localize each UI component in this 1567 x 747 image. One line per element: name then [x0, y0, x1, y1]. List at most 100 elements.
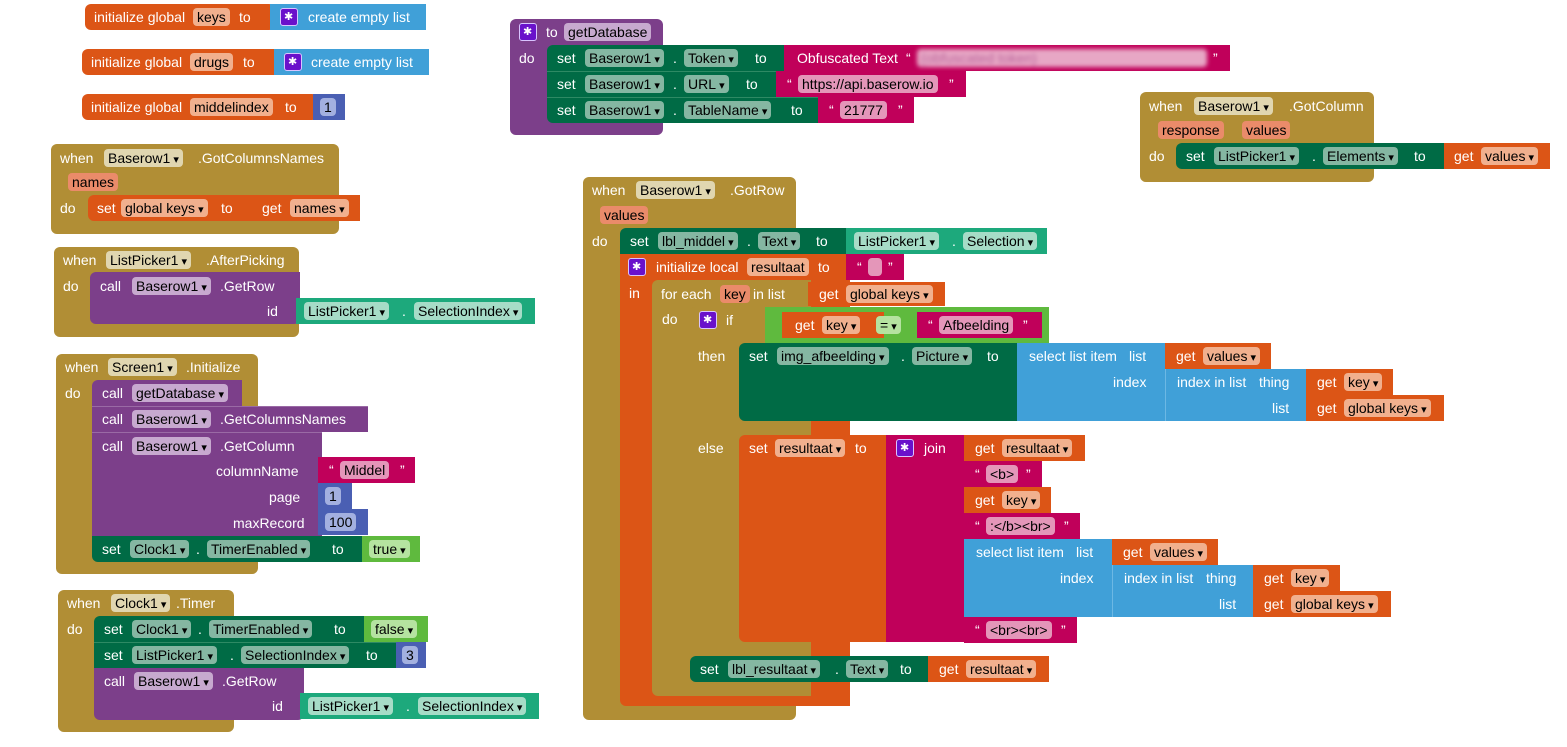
select-list-item-block[interactable]: select list item list index — [964, 539, 1116, 617]
get-global-keys-block[interactable]: get global keys — [1306, 395, 1444, 421]
variable-dropdown[interactable]: global keys — [846, 285, 933, 303]
mutator-gear-icon[interactable] — [699, 311, 717, 329]
set-lbl-middel-text-block[interactable]: set lbl_middel . Text to — [620, 228, 850, 254]
mutator-gear-icon[interactable] — [896, 439, 914, 457]
token-field[interactable]: (obfuscated token) — [917, 49, 1207, 67]
text-field[interactable]: <b> — [986, 465, 1019, 483]
set-global-keys-block[interactable]: set global keys to — [88, 195, 256, 221]
get-key-block[interactable]: get key — [964, 487, 1051, 513]
set-tablename-block[interactable]: set Baserow1 . TableName to — [547, 97, 823, 123]
get-resultaat-block[interactable]: get resultaat — [928, 656, 1049, 682]
text-field[interactable]: 21777 — [840, 101, 887, 119]
component-dropdown[interactable]: ListPicker1 — [132, 646, 218, 664]
select-list-item-block[interactable]: select list item list index — [1017, 343, 1169, 421]
set-img-picture-block[interactable]: set img_afbeelding . Picture to — [739, 343, 1021, 421]
text-field[interactable]: Afbeelding — [939, 316, 1014, 334]
set-selectionindex-block[interactable]: set ListPicker1 . SelectionIndex to — [94, 642, 400, 668]
create-empty-list-block[interactable]: create empty list — [274, 49, 429, 75]
component-dropdown[interactable]: ListPicker1 — [106, 251, 192, 269]
text-tablename-block[interactable]: “ 21777 ” — [818, 97, 914, 123]
get-names-block[interactable]: get names — [250, 195, 360, 221]
mutator-gear-icon[interactable] — [519, 23, 537, 41]
text-empty-block[interactable]: “ ” — [846, 254, 904, 280]
text-br-block[interactable]: “ <br><br> ” — [964, 617, 1077, 643]
obfuscated-text-block[interactable]: Obfuscated Text “ (obfuscated token) ” — [784, 45, 1230, 71]
get-resultaat-block[interactable]: get resultaat — [964, 435, 1085, 461]
text-field[interactable]: Middel — [340, 461, 390, 479]
variable-dropdown[interactable]: global keys — [1344, 399, 1431, 417]
component-dropdown[interactable]: ListPicker1 — [304, 302, 390, 320]
get-values-block[interactable]: get values — [1165, 343, 1271, 369]
number-field[interactable]: 100 — [325, 513, 357, 531]
text-url-block[interactable]: “ https://api.baserow.io ” — [776, 71, 966, 97]
property-dropdown[interactable]: SelectionIndex — [418, 697, 527, 715]
call-getdatabase-block[interactable]: call getDatabase — [92, 380, 242, 406]
component-dropdown[interactable]: Clock1 — [130, 540, 190, 558]
text-field[interactable]: https://api.baserow.io — [798, 75, 938, 93]
get-key-block[interactable]: get key — [1253, 565, 1340, 591]
component-dropdown[interactable]: Baserow1 — [132, 437, 211, 455]
text-afbeelding-block[interactable]: “ Afbeelding ” — [917, 312, 1042, 338]
component-dropdown[interactable]: Screen1 — [108, 358, 177, 376]
property-dropdown[interactable]: Selection — [963, 232, 1038, 250]
param-values[interactable]: values — [1242, 121, 1291, 139]
boolean-dropdown[interactable]: false — [371, 620, 418, 638]
procedure-dropdown[interactable]: getDatabase — [132, 384, 228, 402]
get-values-block[interactable]: get values — [1444, 143, 1550, 169]
component-dropdown[interactable]: ListPicker1 — [308, 697, 394, 715]
number-maxrecord-block[interactable]: 100 — [318, 509, 368, 535]
component-dropdown[interactable]: Clock1 — [111, 594, 171, 612]
component-dropdown[interactable]: Baserow1 — [132, 277, 211, 295]
variable-dropdown[interactable]: resultaat — [775, 439, 846, 457]
number-field[interactable]: 1 — [325, 487, 341, 505]
component-dropdown[interactable]: img_afbeelding — [777, 347, 889, 365]
get-global-keys-block[interactable]: get global keys — [1253, 591, 1391, 617]
set-url-block[interactable]: set Baserow1 . URL to — [547, 71, 781, 97]
component-dropdown[interactable]: Clock1 — [132, 620, 192, 638]
component-dropdown[interactable]: Baserow1 — [104, 149, 183, 167]
component-dropdown[interactable]: Baserow1 — [585, 49, 664, 67]
set-lbl-resultaat-text-block[interactable]: set lbl_resultaat . Text to — [690, 656, 932, 682]
call-getrow-block[interactable]: call Baserow1 .GetRow id — [90, 272, 300, 324]
property-dropdown[interactable]: Picture — [912, 347, 973, 365]
variable-dropdown[interactable]: global keys — [1291, 595, 1378, 613]
property-dropdown[interactable]: Text — [846, 660, 889, 678]
variable-dropdown[interactable]: key — [1344, 373, 1383, 391]
variable-dropdown[interactable]: key — [1002, 491, 1041, 509]
call-getrow-block[interactable]: call Baserow1 .GetRow id — [94, 668, 304, 720]
property-dropdown[interactable]: Token — [684, 49, 738, 67]
variable-dropdown[interactable]: resultaat — [1002, 439, 1073, 457]
variable-dropdown[interactable]: names — [290, 199, 349, 217]
operator-dropdown[interactable]: = — [876, 316, 901, 334]
set-timerenabled-false-block[interactable]: set Clock1 . TimerEnabled to — [94, 616, 368, 642]
set-token-block[interactable]: set Baserow1 . Token to — [547, 45, 787, 71]
boolean-false-block[interactable]: false — [364, 616, 428, 642]
number-field[interactable]: 1 — [320, 98, 336, 116]
loop-var-field[interactable]: key — [720, 285, 750, 303]
set-timerenabled-block[interactable]: set Clock1 . TimerEnabled to — [92, 536, 366, 562]
call-getcolumnsnames-block[interactable]: call Baserow1 .GetColumnsNames — [92, 406, 368, 432]
getter-selectionindex-block[interactable]: ListPicker1 . SelectionIndex — [296, 298, 535, 324]
variable-dropdown[interactable]: resultaat — [966, 660, 1037, 678]
boolean-true-block[interactable]: true — [362, 536, 420, 562]
text-b-open-block[interactable]: “ <b> ” — [964, 461, 1042, 487]
index-in-list-block[interactable]: index in list thing list — [1112, 565, 1256, 617]
mutator-gear-icon[interactable] — [284, 53, 302, 71]
component-dropdown[interactable]: Baserow1 — [134, 672, 213, 690]
getter-selectionindex-block[interactable]: ListPicker1 . SelectionIndex — [300, 693, 539, 719]
global-drugs-block[interactable]: initialize global drugs to — [82, 49, 280, 75]
global-keys-block[interactable]: initialize global keys to — [85, 4, 275, 30]
call-getcolumn-block[interactable]: call Baserow1 .GetColumn columnName page… — [92, 432, 322, 536]
property-dropdown[interactable]: TimerEnabled — [209, 620, 313, 638]
procedure-name-field[interactable]: getDatabase — [564, 23, 652, 41]
variable-dropdown[interactable]: values — [1481, 147, 1539, 165]
component-dropdown[interactable]: Baserow1 — [636, 181, 715, 199]
variable-dropdown[interactable]: values — [1203, 347, 1261, 365]
number-field[interactable]: 3 — [402, 646, 418, 664]
number-block[interactable]: 1 — [313, 94, 345, 120]
create-empty-list-block[interactable]: create empty list — [270, 4, 426, 30]
mutator-gear-icon[interactable] — [280, 8, 298, 26]
set-elements-block[interactable]: set ListPicker1 . Elements to — [1176, 143, 1448, 169]
param-response[interactable]: response — [1158, 121, 1224, 139]
component-dropdown[interactable]: lbl_middel — [658, 232, 738, 250]
